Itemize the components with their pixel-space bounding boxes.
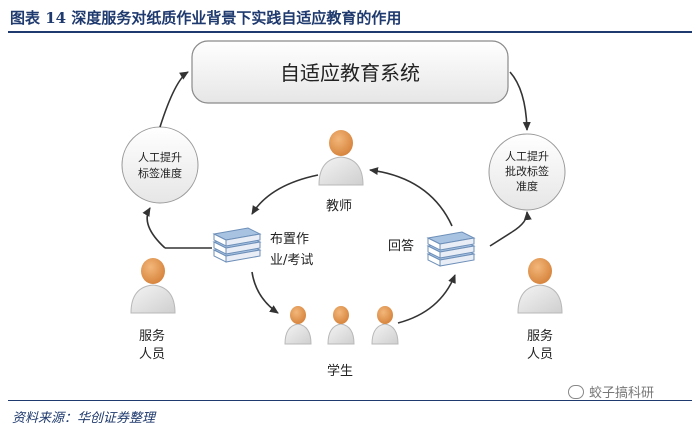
arrow-system-to-right-circle — [509, 71, 531, 131]
arrow-students-to-answer — [397, 274, 456, 324]
source-note: 资料来源：华创证券整理 — [12, 411, 156, 426]
left-circle-line1: 人工提升 — [138, 151, 182, 164]
arrow-left-circle-to-system — [159, 71, 189, 128]
service-right-person-icon — [517, 257, 563, 314]
assign-label-line1: 布置作 — [270, 232, 309, 247]
student-person-icon — [327, 305, 355, 345]
service-left-line2: 人员 — [139, 347, 165, 362]
service-right-line2: 人员 — [527, 347, 553, 362]
service-right-line1: 服务 — [527, 328, 553, 344]
arrow-answer-to-teacher — [369, 167, 453, 227]
student-person-icon — [284, 305, 312, 345]
source-rule — [8, 400, 692, 401]
system-box-label: 自适应教育系统 — [280, 61, 420, 85]
system-box — [191, 40, 509, 104]
right-circle-line2: 批改标签 — [505, 164, 549, 178]
right-circle — [488, 133, 566, 211]
service-left-person-icon — [130, 257, 176, 314]
arrow-assign-to-students — [251, 271, 279, 314]
arrow-docs-to-left-circle — [142, 207, 166, 249]
arrow-right-docs-stem — [489, 231, 513, 247]
right-circle-line3: 准度 — [516, 179, 538, 193]
watermark: 蛟子搞科研 — [568, 382, 654, 401]
left-circle-line2: 标签准度 — [138, 166, 182, 180]
wechat-icon — [568, 385, 584, 399]
assign-label-line2: 业/考试 — [270, 253, 313, 268]
figure-title: 图表 14 深度服务对纸质作业背景下实践自适应教育的作用 — [10, 9, 402, 27]
student-person-icon — [371, 305, 399, 345]
answer-docs-icon — [427, 231, 475, 267]
arrow-teacher-to-assign — [251, 174, 319, 215]
teacher-label: 教师 — [326, 198, 352, 214]
teacher-person-icon — [318, 129, 364, 186]
left-circle — [121, 126, 199, 204]
right-circle-line1: 人工提升 — [505, 150, 549, 163]
watermark-text: 蛟子搞科研 — [589, 386, 655, 401]
assign-docs-icon — [213, 227, 261, 263]
student-label: 学生 — [327, 363, 353, 379]
answer-label: 回答 — [388, 238, 414, 254]
service-left-line1: 服务 — [139, 328, 165, 344]
arrow-docs-to-right-circle — [511, 211, 532, 233]
title-rule — [8, 31, 692, 33]
